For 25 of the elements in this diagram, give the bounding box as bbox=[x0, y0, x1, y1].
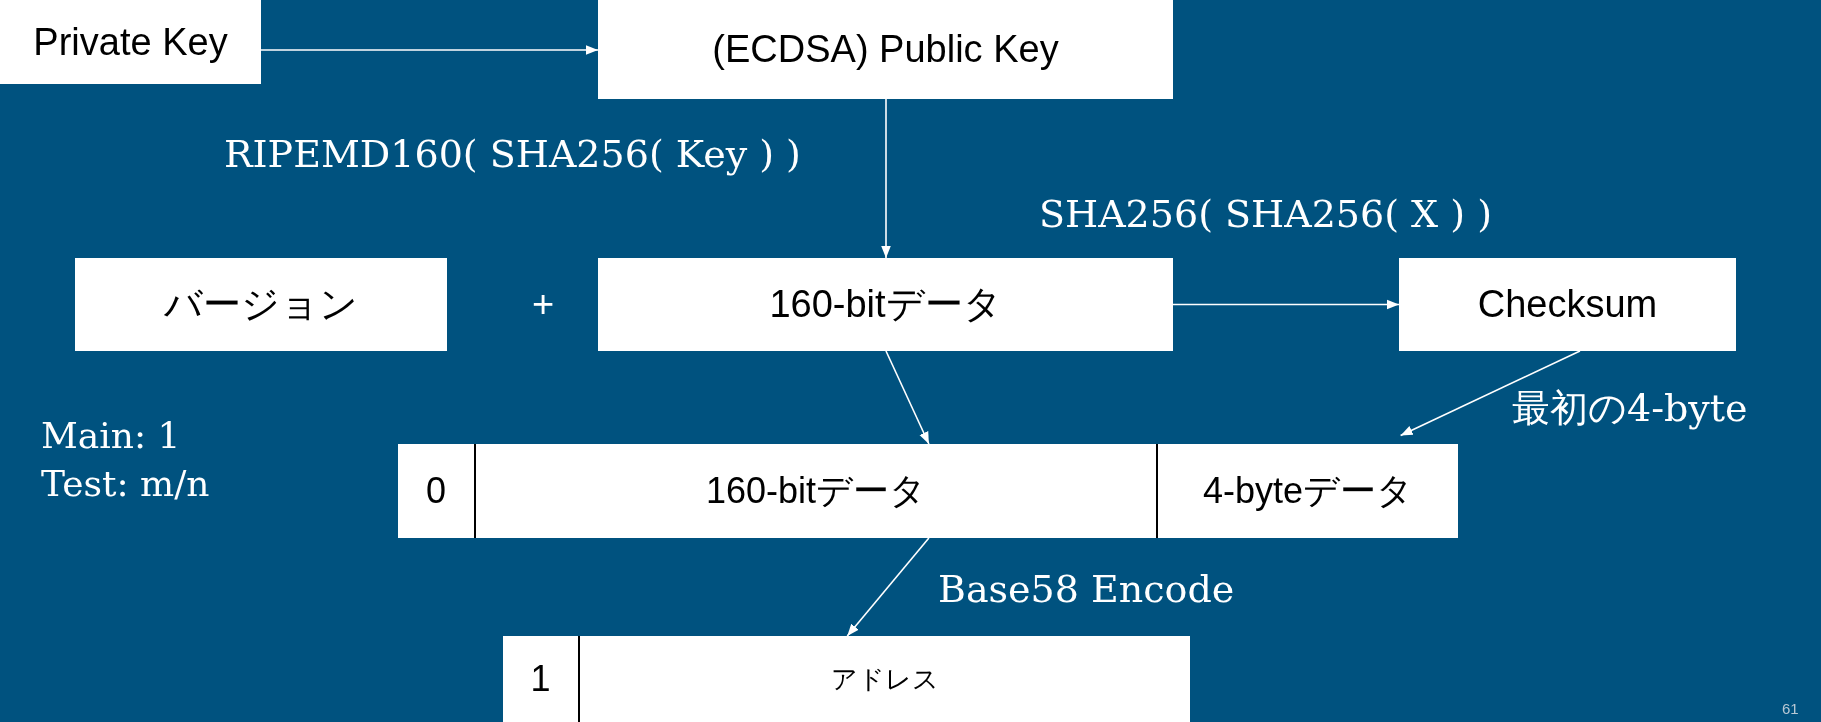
note-text: Main: 1 bbox=[41, 414, 181, 458]
arrow bbox=[881, 98, 891, 259]
edge-label: RIPEMD160( SHA256( Key ) ) bbox=[224, 132, 801, 178]
operator-label: + bbox=[532, 282, 555, 327]
edge-label: 最初の4-byte bbox=[1512, 386, 1748, 432]
process-box: 160-bitデータ bbox=[598, 258, 1173, 351]
row-box bbox=[398, 444, 1458, 538]
table-cell: アドレス bbox=[578, 636, 1190, 722]
table-cell: 4-byteデータ bbox=[1156, 444, 1458, 538]
arrow bbox=[1172, 299, 1400, 310]
note-text: Test: m/n bbox=[41, 462, 210, 506]
process-box: Checksum bbox=[1399, 258, 1736, 351]
arrow bbox=[885, 350, 930, 445]
process-box: バージョン bbox=[75, 258, 447, 351]
arrow bbox=[1399, 350, 1581, 437]
table-cell: 160-bitデータ bbox=[474, 444, 1156, 538]
edge-label: SHA256( SHA256( X ) ) bbox=[1039, 192, 1492, 238]
edge-label: Base58 Encode bbox=[938, 567, 1235, 613]
arrow bbox=[260, 45, 599, 55]
process-box: (ECDSA) Public Key bbox=[598, 0, 1173, 99]
page-number: 61 bbox=[1782, 700, 1799, 718]
process-box: Private Key bbox=[0, 0, 261, 84]
table-cell: 1 bbox=[503, 636, 578, 722]
arrow bbox=[846, 537, 930, 637]
table-cell: 0 bbox=[398, 444, 474, 538]
